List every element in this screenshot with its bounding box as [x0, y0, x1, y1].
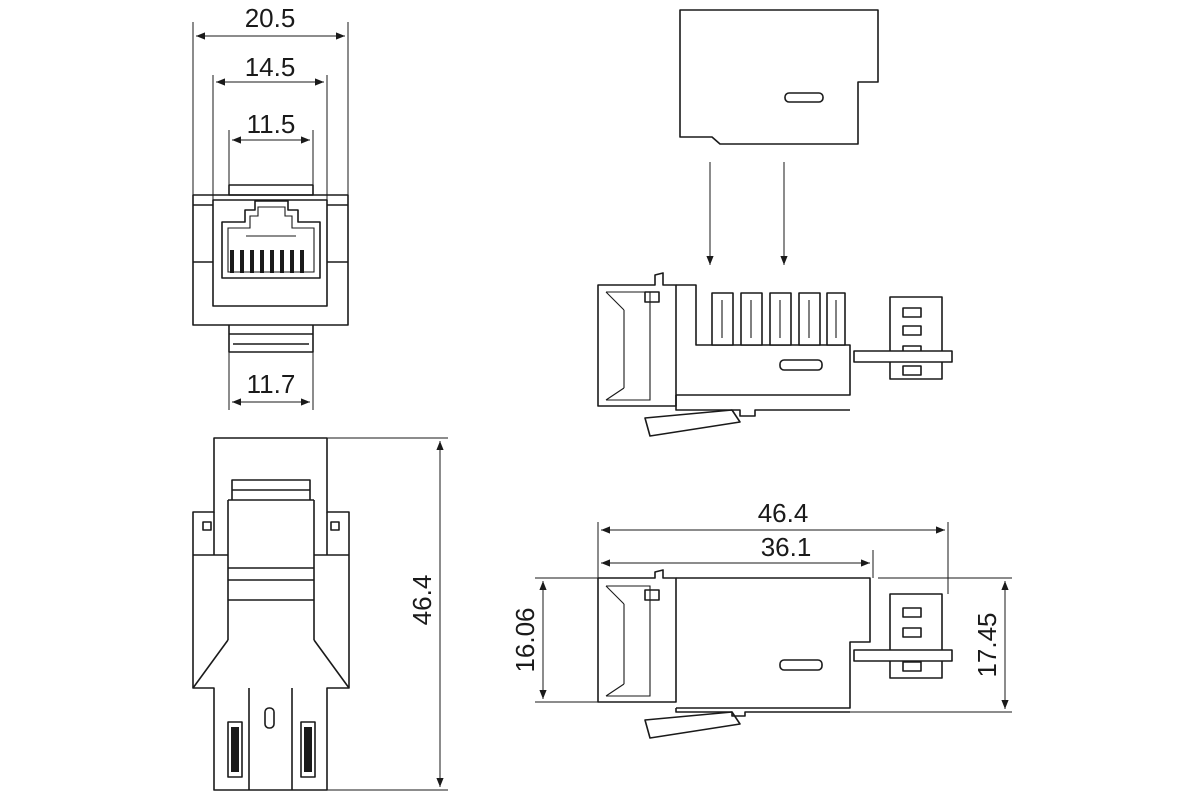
cap-part — [679, 9, 879, 145]
assembly-arrows — [706, 162, 788, 265]
dimension-side-total-height: 17.45 — [972, 612, 1002, 677]
dimension-front-tab-width: 11.7 — [247, 369, 296, 399]
dimension-front-outer-width: 14.5 — [245, 52, 296, 82]
dimension-bottom-length: 46.4 — [407, 575, 437, 626]
dimension-front-inner-width: 11.5 — [247, 109, 296, 139]
side-dimension-lines — [535, 522, 1012, 713]
bottom-dimension-lines — [327, 437, 448, 791]
dimension-side-front-height: 16.06 — [510, 607, 540, 672]
idc-terminals — [711, 292, 846, 346]
side-view-assembled — [597, 569, 953, 739]
front-view — [192, 184, 349, 353]
dimension-side-total-length: 46.4 — [758, 498, 809, 528]
front-dimension-lines — [192, 22, 349, 410]
dimension-side-body-length: 36.1 — [761, 532, 812, 562]
side-view-exploded — [597, 272, 953, 437]
dimension-front-total-width: 20.5 — [245, 3, 296, 33]
bottom-view — [192, 437, 350, 791]
rj45-port-icon — [221, 200, 321, 279]
